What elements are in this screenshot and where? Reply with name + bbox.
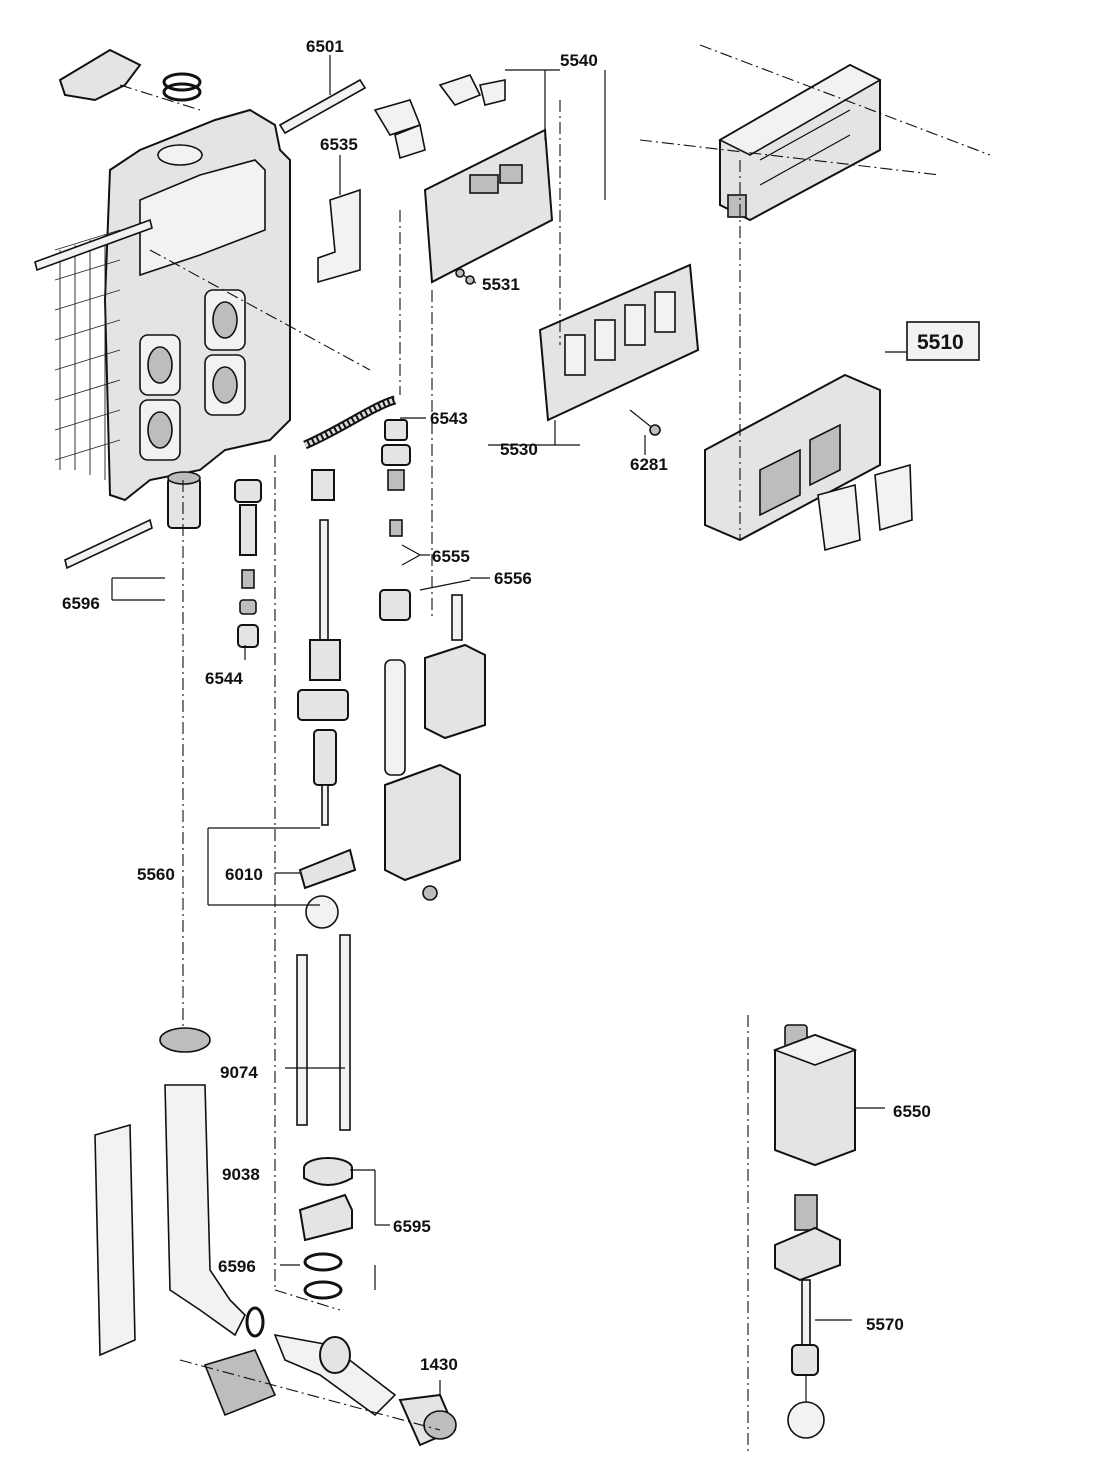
part-6501-bracket <box>278 55 367 135</box>
float-boxes <box>384 643 486 901</box>
label-6596-bottom: 6596 <box>218 1257 256 1276</box>
part-5530-plate <box>488 263 700 446</box>
label-5531: 5531 <box>482 275 520 294</box>
part-6535-bracket <box>317 155 361 284</box>
part-6543-hose <box>303 395 426 450</box>
valve-column-left <box>234 479 262 648</box>
label-6555: 6555 <box>432 547 470 566</box>
cistern-frame <box>34 48 291 570</box>
part-labels: 6501 5540 6535 5531 5510 6543 5530 6281 … <box>62 37 964 1374</box>
label-6281: 6281 <box>630 455 668 474</box>
label-6596-top: 6596 <box>62 594 100 613</box>
label-1430: 1430 <box>420 1355 458 1374</box>
label-6544: 6544 <box>205 669 243 688</box>
part-6550-fill-valve <box>772 1024 858 1167</box>
part-6281-screw <box>629 409 661 455</box>
label-6501: 6501 <box>306 37 344 56</box>
part-9074-rods <box>285 934 351 1131</box>
part-5540-mechanism <box>373 69 606 284</box>
label-6543: 6543 <box>430 409 468 428</box>
label-5540: 5540 <box>560 51 598 70</box>
fill-valve-column <box>379 419 490 776</box>
leader-lines <box>111 544 885 1400</box>
cover-box <box>718 63 882 222</box>
label-6535: 6535 <box>320 135 358 154</box>
label-6595: 6595 <box>393 1217 431 1236</box>
label-5530: 5530 <box>500 440 538 459</box>
frame-grid <box>54 229 121 480</box>
flush-valve-rod <box>297 469 357 929</box>
label-6556: 6556 <box>494 569 532 588</box>
part-9038-6595-base <box>298 1157 390 1300</box>
label-6550: 6550 <box>893 1102 931 1121</box>
label-6010: 6010 <box>225 865 263 884</box>
assembly-lines <box>119 44 991 1455</box>
label-5560: 5560 <box>137 865 175 884</box>
part-5531-screws <box>454 268 477 285</box>
label-9038: 9038 <box>222 1165 260 1184</box>
lower-pipes <box>94 1027 457 1447</box>
label-5570: 5570 <box>866 1315 904 1334</box>
part-5510-flush-plate <box>704 321 980 552</box>
part-5570-flush-valve <box>774 1194 841 1439</box>
label-9074: 9074 <box>220 1063 258 1082</box>
label-5510: 5510 <box>917 331 964 354</box>
